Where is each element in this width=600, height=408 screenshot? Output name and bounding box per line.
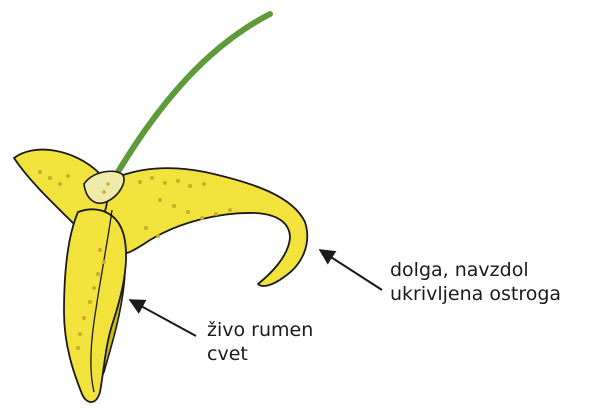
flower-label: živo rumen cvet	[207, 318, 313, 366]
spur-label: dolga, navzdol ukrivljena ostroga	[390, 258, 561, 306]
spur-petal	[96, 168, 307, 286]
spur-label-line1: dolga, navzdol	[390, 258, 561, 282]
flower-stem	[112, 14, 270, 182]
flower-label-line2: cvet	[207, 342, 313, 366]
flower-arrow	[130, 300, 196, 336]
spur-label-line2: ukrivljena ostroga	[390, 282, 561, 306]
spur-arrow	[320, 250, 382, 290]
lower-lip-petal	[64, 209, 126, 402]
flower-label-line1: živo rumen	[207, 318, 313, 342]
